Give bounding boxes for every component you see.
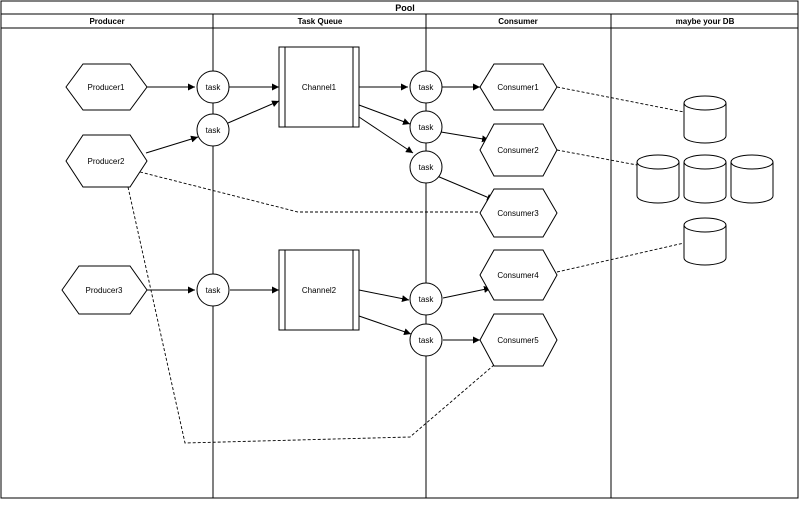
task-label-3: task bbox=[419, 83, 435, 92]
pool-title: Pool bbox=[395, 3, 415, 13]
task-circle-8 bbox=[409, 323, 443, 357]
task-circle-7 bbox=[409, 282, 443, 316]
consumer1-shape bbox=[479, 63, 558, 111]
db-cylinder-middle bbox=[683, 154, 727, 204]
consumer2-shape bbox=[479, 123, 558, 177]
db-cylinder-top bbox=[683, 95, 727, 144]
link-producer2-consumer3 bbox=[139, 171, 480, 213]
consumer5-label: Consumer5 bbox=[497, 336, 539, 345]
arrow-ch2-task8 bbox=[358, 315, 412, 336]
lane-header-consumer: Consumer bbox=[498, 17, 538, 26]
link-consumer1-db bbox=[556, 86, 685, 113]
task-circle-2 bbox=[196, 113, 230, 147]
arrow-task5-c3 bbox=[436, 175, 495, 201]
producer3-label: Producer3 bbox=[86, 286, 123, 295]
channel1-label: Channel1 bbox=[302, 83, 337, 92]
arrow-ch1-task5 bbox=[358, 116, 414, 154]
lane-header-task-queue: Task Queue bbox=[298, 17, 343, 26]
link-consumer4-db bbox=[556, 242, 685, 273]
task-circle-4 bbox=[409, 110, 443, 144]
arrow-p2-task2 bbox=[145, 135, 199, 154]
producer2-shape bbox=[65, 134, 148, 188]
consumer3-shape bbox=[479, 188, 558, 238]
channel2-label: Channel2 bbox=[302, 286, 337, 295]
producer1-shape bbox=[65, 63, 148, 111]
task-label-7: task bbox=[419, 295, 435, 304]
flow-arrows bbox=[145, 83, 495, 344]
lane-header-db: maybe your DB bbox=[676, 17, 735, 26]
link-consumer2-db bbox=[556, 149, 638, 166]
link-producer2-consumer5 bbox=[127, 186, 495, 444]
consumer2-label: Consumer2 bbox=[497, 146, 539, 155]
arrow-ch2-task7 bbox=[358, 289, 410, 303]
producer3-shape bbox=[61, 265, 148, 315]
channel1-shape bbox=[278, 46, 360, 128]
task-label-5: task bbox=[419, 163, 435, 172]
channel2-shape bbox=[278, 249, 360, 331]
db-cylinder-right bbox=[730, 154, 774, 204]
producer2-label: Producer2 bbox=[88, 157, 125, 166]
db-cylinder-left bbox=[636, 154, 680, 204]
task-circle-3 bbox=[409, 70, 443, 104]
task-label-8: task bbox=[419, 336, 435, 345]
consumer5-shape bbox=[479, 313, 558, 367]
arrow-task4-c2 bbox=[440, 131, 490, 143]
task-circle-1 bbox=[196, 70, 230, 104]
consumer4-label: Consumer4 bbox=[497, 271, 539, 280]
task-circle-6 bbox=[196, 273, 230, 307]
task-label-4: task bbox=[419, 123, 435, 132]
arrow-task2-ch1 bbox=[227, 100, 280, 124]
db-cylinder-bottom bbox=[683, 217, 727, 266]
arrow-ch1-task4 bbox=[358, 104, 411, 125]
dashed-links bbox=[127, 86, 685, 444]
consumer3-label: Consumer3 bbox=[497, 209, 539, 218]
task-label-6: task bbox=[206, 286, 222, 295]
task-circle-5 bbox=[409, 150, 443, 184]
arrow-task7-c4 bbox=[442, 286, 492, 299]
consumer1-label: Consumer1 bbox=[497, 83, 539, 92]
lane-header-producer: Producer bbox=[89, 17, 124, 26]
consumer4-shape bbox=[479, 249, 558, 301]
task-label-2: task bbox=[206, 126, 222, 135]
task-label-1: task bbox=[206, 83, 222, 92]
producer1-label: Producer1 bbox=[88, 83, 125, 92]
